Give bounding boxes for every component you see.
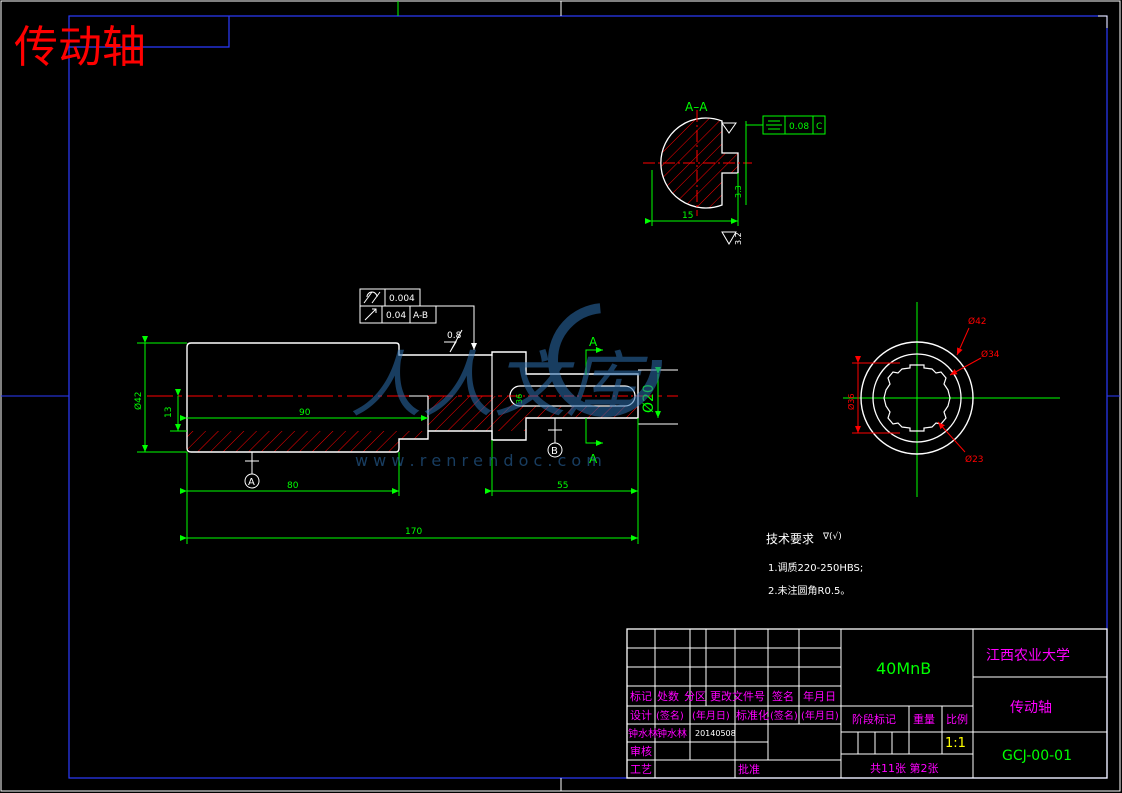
end-dim-outer: Ø42	[968, 316, 987, 327]
tb-hdr-docno: 更改文件号	[710, 689, 765, 703]
spline-profile	[883, 364, 951, 432]
dim-90: 90	[299, 408, 311, 418]
dim-36: 36	[515, 394, 524, 404]
corner-mark-br	[1098, 768, 1108, 779]
end-dim-phi42-leader	[956, 327, 970, 356]
end-circle-mid	[872, 353, 962, 443]
gdt-row2-value: 0.04	[386, 311, 406, 321]
tol-datum: C	[816, 122, 822, 132]
roughness-label: 0.8	[447, 331, 462, 341]
hatch-bottom-left	[187, 431, 399, 452]
section-label: A–A	[685, 100, 708, 114]
tech-requirements: 技术要求 ∇(√) 1.调质220-250HBS; 2.未注圆角R0.5。	[766, 531, 863, 597]
tb-drawing-no: GCJ-00-01	[1002, 748, 1072, 764]
tb-standard: 标准化	[736, 708, 769, 722]
hatch-right	[428, 396, 526, 431]
gdt-row2-datum: A-B	[413, 311, 428, 321]
title-block-frame	[626, 628, 1108, 779]
datum-b-circle	[547, 442, 563, 458]
tb-std-date: (年月日)	[801, 709, 839, 722]
tb-drafter2: 钟水林	[657, 727, 687, 740]
tb-drafter: 钟水林	[628, 727, 658, 740]
section-view-a-a: A–A 15 3.3 3.2 0.08 C	[643, 100, 826, 245]
tb-date: 20140508	[695, 729, 736, 738]
tb-scale: 1:1	[945, 736, 966, 751]
tb-part-name: 传动轴	[1010, 700, 1052, 716]
watermark-url: w w w . r e n r e n d o c . c o m	[355, 451, 602, 470]
tb-hdr-sign: 签名	[772, 689, 794, 703]
tb-design-date: (年月日)	[692, 709, 730, 722]
tb-design: 设计	[630, 709, 652, 722]
corner-mark-tr	[1098, 15, 1108, 28]
symmetry-icon	[766, 120, 782, 130]
tol-frame	[762, 115, 826, 135]
tb-weight: 重量	[913, 712, 935, 726]
tb-school: 江西农业大学	[986, 648, 1070, 664]
section-mark-top: A	[589, 335, 598, 349]
tech-item1: 1.调质220-250HBS;	[768, 562, 863, 574]
section-dim-depth: 3.3	[734, 185, 743, 198]
end-dim-inner: Ø23	[965, 454, 984, 465]
dim-80: 80	[287, 481, 299, 491]
gdt-row1-value: 0.004	[389, 294, 415, 304]
tb-hdr-date: 年月日	[803, 689, 836, 703]
watermark-text: 人人文库	[350, 343, 648, 427]
roughness-symbol-main	[444, 329, 463, 353]
tb-std-sign: (签名)	[770, 709, 798, 722]
datum-b-label: B	[551, 446, 558, 457]
end-dim-phi34-leader	[949, 357, 982, 376]
main-shaft-view: A A A B Ø42 13 90 80 55 170 Ø20	[133, 335, 678, 544]
tol-value: 0.08	[789, 122, 809, 132]
tb-material: 40MnB	[876, 659, 931, 678]
title-corner-box	[69, 16, 230, 48]
section-mark-top-line	[585, 347, 603, 375]
shaft-outline	[186, 342, 639, 453]
dim-170: 170	[405, 527, 422, 537]
watermark: 人人文库 w w w . r e n r e n d o c . c o m	[350, 303, 662, 470]
tech-symbol: ∇(√)	[822, 531, 842, 542]
tb-review: 审核	[630, 744, 652, 758]
drawing-title: 传动轴	[14, 22, 146, 73]
tb-hdr-zone: 分区	[684, 690, 706, 703]
tb-hdr-mark: 标记	[630, 689, 652, 703]
tb-scale-label: 比例	[946, 712, 968, 726]
dim-13: 13	[164, 407, 174, 418]
section-dim-roughness: 3.2	[734, 232, 743, 245]
hatch-step	[399, 431, 428, 439]
end-dim-left: Ø36	[846, 394, 856, 410]
drawing-border	[68, 15, 1108, 779]
end-circle-outer	[860, 341, 974, 455]
title-block: 标记 处数 分区 更改文件号 签名 年月日 设计 (签名) (年月日) 标准化 …	[626, 628, 1108, 779]
tech-title: 技术要求	[766, 532, 814, 546]
section-mark-bottom-line	[585, 418, 603, 446]
dim-55: 55	[557, 481, 568, 491]
runout-icon	[364, 308, 377, 321]
section-mark-bottom: A	[589, 452, 598, 466]
roughness-symbol-2	[721, 231, 737, 245]
gdt-leader	[420, 305, 477, 350]
tb-process: 工艺	[630, 763, 652, 776]
tb-hdr-count: 处数	[657, 690, 679, 703]
tech-item2: 2.未注圆角R0.5。	[768, 584, 850, 597]
datum-a-label: A	[248, 477, 255, 488]
end-dim-phi23-leader	[937, 421, 966, 453]
tb-sheets: 共11张 第2张	[870, 761, 939, 775]
end-view: Ø42 Ø34 Ø23 Ø36	[843, 302, 1060, 497]
gdt-frame-row2	[359, 305, 437, 324]
roughness-symbol-1	[721, 122, 737, 134]
gdt-frames: 0.004 0.04 A-B 0.8	[359, 288, 477, 353]
section-dim-width: 15	[682, 211, 693, 221]
tb-approve: 批准	[738, 762, 760, 776]
dim-phi42: Ø42	[133, 391, 144, 410]
watermark-logo-icon	[548, 303, 662, 417]
tb-design-sign: (签名)	[656, 709, 684, 722]
tb-stage-mark: 阶段标记	[852, 712, 896, 726]
end-dim-mid: Ø34	[981, 349, 1000, 360]
cylindricity-icon	[363, 291, 381, 304]
